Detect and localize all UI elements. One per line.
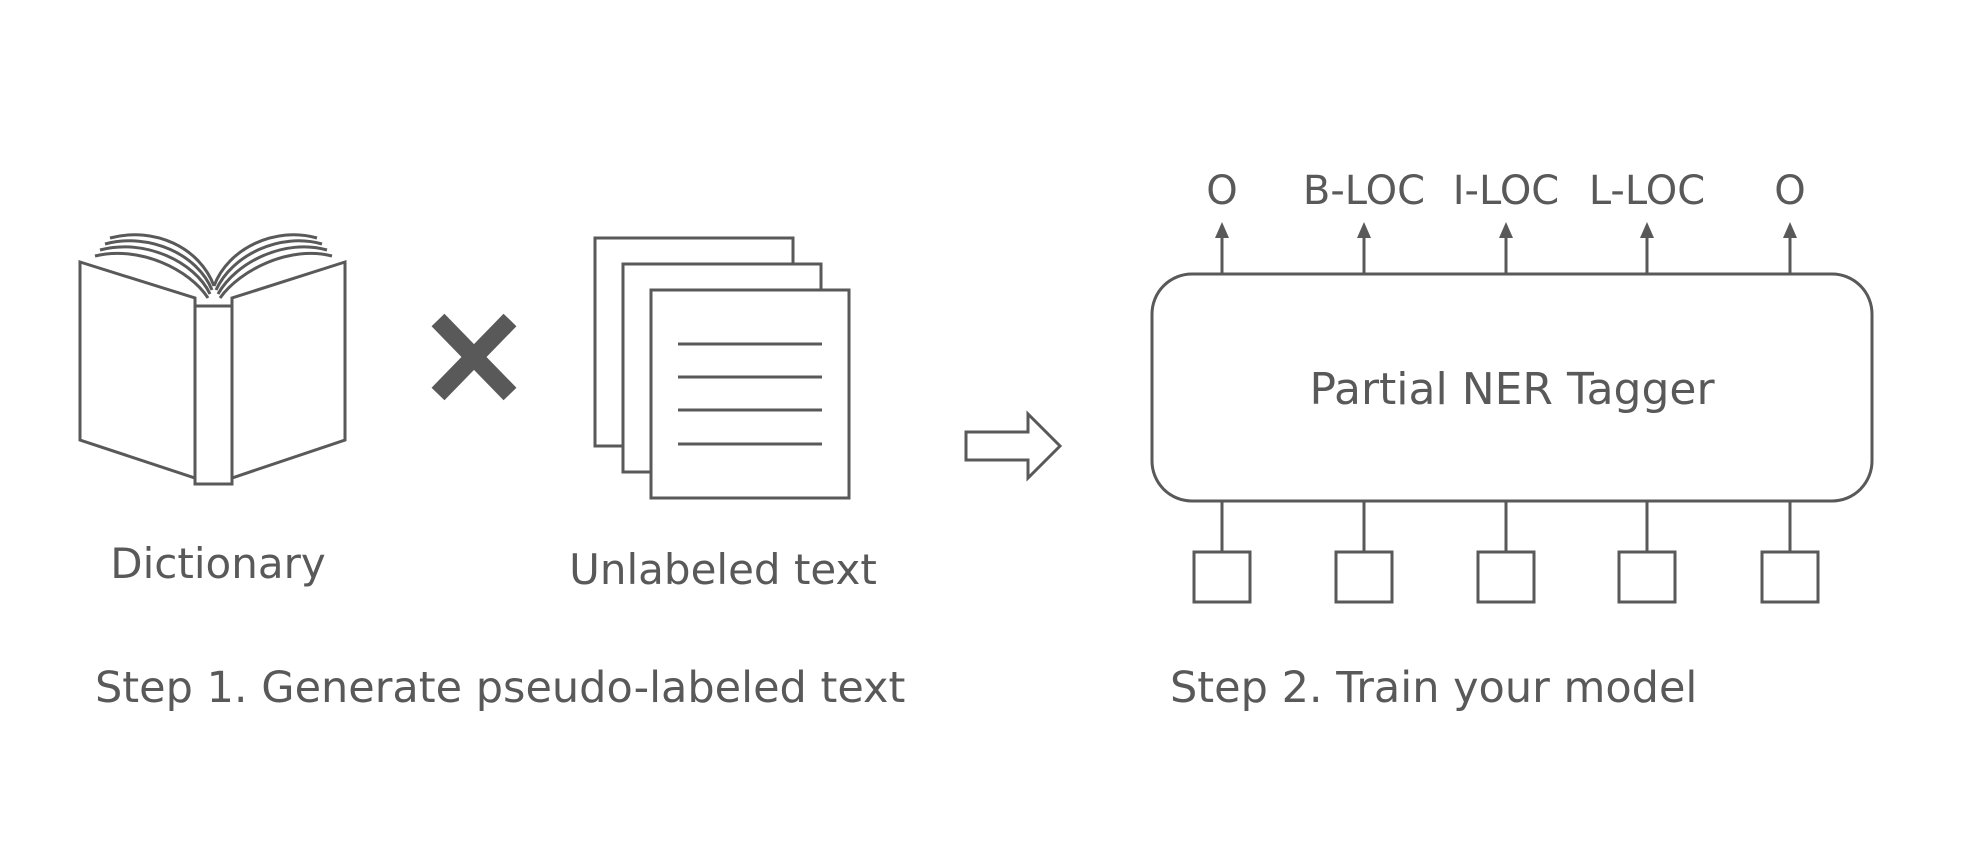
step1-caption: Step 1. Generate pseudo-labeled text [95,663,905,713]
output-arrowhead [1783,222,1797,238]
input-token-box [1476,550,1536,604]
input-token-box [1617,550,1677,604]
multiply-icon [431,313,517,401]
unlabeled-text-label: Unlabeled text [569,545,877,594]
output-arrowhead [1215,222,1229,238]
right-arrow-icon [964,410,1063,482]
tagger-diagram: Partial NER Tagger O B-LOC I-LOC L-LOC O [1150,168,1874,604]
step2-caption: Step 2. Train your model [1170,663,1697,713]
output-tag-label: O [1774,168,1805,214]
tagger-box [1150,272,1874,503]
open-book-icon [78,233,347,486]
output-arrowhead [1640,222,1654,238]
output-tags: O B-LOC I-LOC L-LOC O [1206,168,1806,274]
tagger-label: Partial NER Tagger [1309,364,1715,415]
input-token-box [1192,550,1252,604]
output-arrowhead [1357,222,1371,238]
dictionary-label: Dictionary [110,539,325,588]
output-tag-label: B-LOC [1303,168,1425,214]
input-tokens [1192,501,1820,604]
output-tag-label: O [1206,168,1237,214]
output-arrowhead [1499,222,1513,238]
output-tag-label: L-LOC [1589,168,1705,214]
document-stack-icon [593,236,851,500]
input-token-box [1334,550,1394,604]
output-tag-label: I-LOC [1453,168,1560,214]
input-token-box [1760,550,1820,604]
